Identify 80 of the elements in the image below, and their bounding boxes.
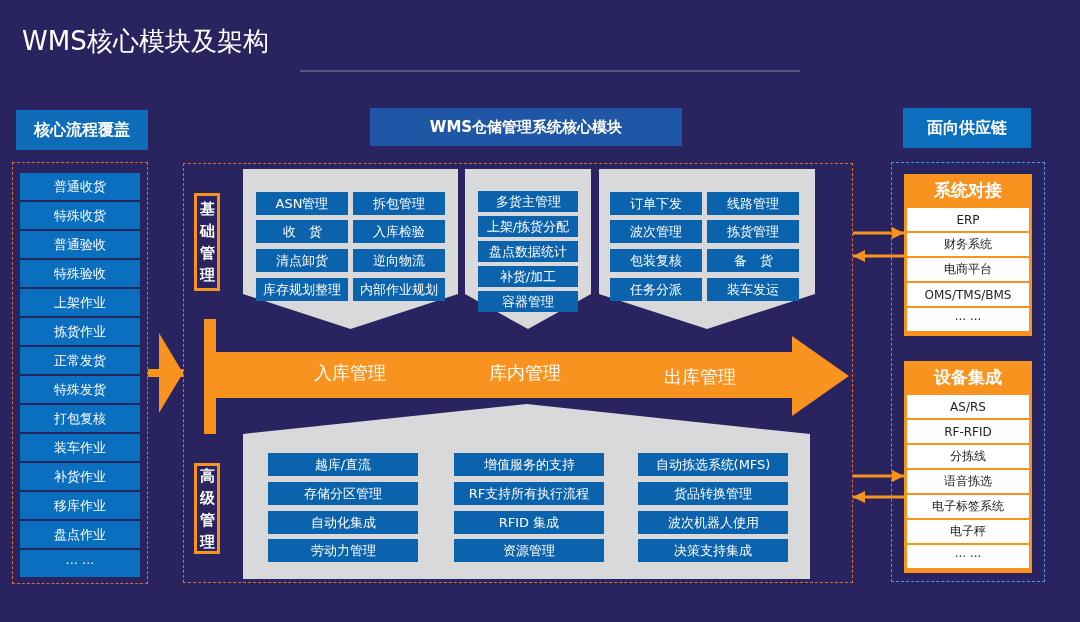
chevron-arrow: [148, 333, 183, 413]
side-label: 高级管理: [194, 463, 220, 554]
process-item: 上架作业: [20, 289, 140, 316]
process-item: 补货作业: [20, 463, 140, 490]
module-item: 波次管理: [610, 220, 702, 243]
process-item: 拣货作业: [20, 318, 140, 345]
stage-label: 入库管理: [314, 361, 386, 385]
module-item: 线路管理: [707, 192, 799, 215]
module-item: RF支持所有执行流程: [454, 482, 604, 505]
list-item: 财务系统: [907, 233, 1029, 256]
dashed-frame: [183, 163, 853, 583]
module-item: 容器管理: [478, 291, 578, 312]
process-item: ··· ···: [20, 550, 140, 577]
integration-panel: [904, 361, 1032, 573]
process-item: 装车作业: [20, 434, 140, 461]
list-item: 分拣线: [907, 445, 1029, 468]
section-header: 面向供应链: [903, 108, 1031, 148]
module-item: 拆包管理: [353, 192, 445, 215]
list-item: OMS/TMS/BMS: [907, 283, 1029, 306]
module-item: 自动化集成: [268, 511, 418, 534]
stage-label: 出库管理: [664, 365, 736, 389]
module-item: ASN管理: [256, 192, 348, 215]
module-item: 越库/直流: [268, 453, 418, 476]
module-item: 订单下发: [610, 192, 702, 215]
section-header: 核心流程覆盖: [16, 110, 148, 150]
module-item: 盘点数据统计: [478, 241, 578, 262]
module-item: 备 货: [707, 249, 799, 272]
module-item: 劳动力管理: [268, 539, 418, 562]
list-item: ··· ···: [907, 545, 1029, 568]
section-header: WMS仓储管理系统核心模块: [370, 108, 682, 146]
module-item: 包装复核: [610, 249, 702, 272]
list-item: RF-RFID: [907, 420, 1029, 443]
panel-heading: 设备集成: [932, 365, 1003, 389]
process-item: 特殊收货: [20, 202, 140, 229]
module-item: 货品转换管理: [638, 482, 788, 505]
module-item: 波次机器人使用: [638, 511, 788, 534]
module-item: 增值服务的支持: [454, 453, 604, 476]
module-item: 上架/拣货分配: [478, 216, 578, 237]
dashed-frame: [12, 162, 148, 584]
process-item: 特殊发货: [20, 376, 140, 403]
list-item: 电子标签系统: [907, 495, 1029, 518]
side-label: 基础管理: [194, 193, 220, 291]
list-item: AS/RS: [907, 395, 1029, 418]
list-item: 语音拣选: [907, 470, 1029, 493]
module-item: 自动拣选系统(MFS): [638, 453, 788, 476]
module-item: 拣货管理: [707, 220, 799, 243]
process-item: 普通收货: [20, 173, 140, 200]
process-item: 盘点作业: [20, 521, 140, 548]
stage-label: 库内管理: [489, 361, 561, 385]
process-item: 打包复核: [20, 405, 140, 432]
module-item: 存储分区管理: [268, 482, 418, 505]
module-item: 入库检验: [353, 220, 445, 243]
process-item: 普通验收: [20, 231, 140, 258]
module-item: 决策支持集成: [638, 539, 788, 562]
panel-heading: 系统对接: [933, 178, 1003, 202]
slide-title: WMS核心模块及架构: [22, 25, 269, 58]
module-item: 装车发运: [707, 278, 799, 301]
process-item: 正常发货: [20, 347, 140, 374]
module-item: 清点卸货: [256, 249, 348, 272]
arrow: [853, 227, 904, 239]
module-item: 收 货: [256, 220, 348, 243]
dashed-frame: [891, 162, 1045, 582]
module-item: 多货主管理: [478, 191, 578, 212]
arrow: [853, 250, 904, 262]
integration-panel: [904, 174, 1032, 336]
module-item: 内部作业规划: [353, 278, 445, 301]
list-item: 电商平台: [907, 258, 1029, 281]
module-item: RFID 集成: [454, 511, 604, 534]
list-item: ··· ···: [907, 308, 1029, 331]
module-item: 任务分派: [610, 278, 702, 301]
module-item: 资源管理: [454, 539, 604, 562]
arrow: [853, 470, 904, 482]
arrow: [853, 491, 904, 503]
process-item: 移库作业: [20, 492, 140, 519]
list-item: ERP: [907, 208, 1029, 231]
module-item: 库存规划整理: [256, 278, 348, 301]
module-item: 逆向物流: [353, 249, 445, 272]
list-item: 电子秤: [907, 520, 1029, 543]
process-item: 特殊验收: [20, 260, 140, 287]
module-item: 补货/加工: [478, 266, 578, 287]
